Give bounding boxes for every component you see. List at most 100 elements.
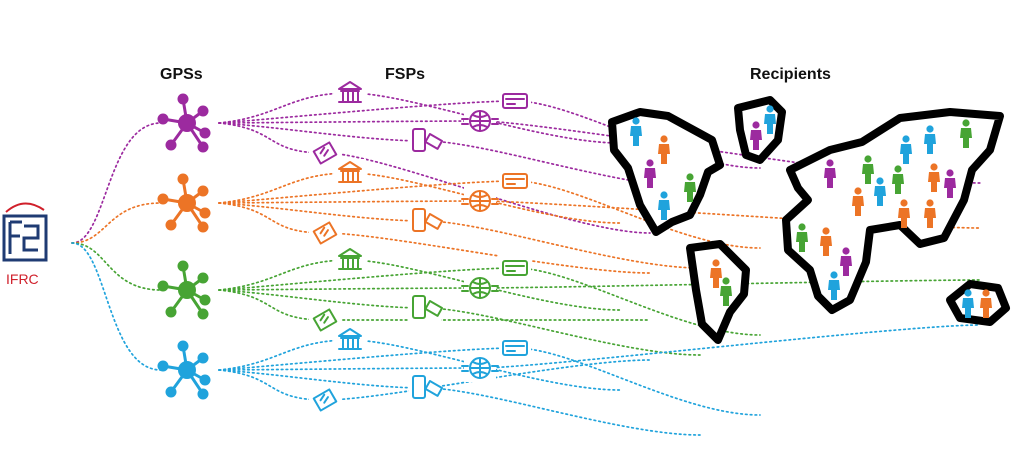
icon-backdrop <box>499 167 531 195</box>
person-head <box>752 121 760 129</box>
payment-card-icon <box>499 87 531 115</box>
person-body <box>684 182 696 202</box>
person-icon <box>852 187 864 216</box>
globe-money-icon <box>461 107 499 135</box>
ifrc-logo: IFRC <box>2 202 48 287</box>
person-body <box>828 280 840 300</box>
hub-center <box>178 114 196 132</box>
person-icon <box>898 199 910 228</box>
person-head <box>962 119 970 127</box>
hub-node <box>177 173 189 185</box>
world-map <box>608 96 1010 344</box>
person-body <box>900 144 912 164</box>
phone-shape <box>412 128 426 152</box>
hub-node <box>199 374 211 386</box>
logo-arc <box>5 202 45 213</box>
card-stripe <box>505 345 525 352</box>
person-icon <box>630 117 642 146</box>
australia-shape <box>946 280 1010 326</box>
person-head <box>854 187 862 195</box>
person-head <box>902 135 910 143</box>
person-icon <box>960 119 972 148</box>
green-flow-line <box>218 279 981 291</box>
person-icon <box>862 155 874 184</box>
voucher-icon <box>309 386 341 414</box>
person-icon <box>750 121 762 150</box>
person-icon <box>840 247 852 276</box>
mobile-money-icon <box>409 374 444 402</box>
hub-center <box>178 281 196 299</box>
logo-to-green-hub-line <box>71 242 162 291</box>
green-flow-line <box>218 289 651 321</box>
card-stripe <box>505 265 525 272</box>
hub-node <box>197 105 209 117</box>
person-body <box>892 174 904 194</box>
person-icon <box>924 199 936 228</box>
person-head <box>946 169 954 177</box>
voucher-shape <box>312 141 338 165</box>
hub-node <box>177 260 189 272</box>
bank-icon <box>334 246 366 274</box>
hub-node <box>199 207 211 219</box>
money-lines <box>461 285 499 292</box>
recipients-header: Recipients <box>750 66 831 83</box>
person-body <box>962 298 974 318</box>
bank-icon <box>334 326 366 354</box>
person-body <box>980 298 992 318</box>
payment-card-icon <box>499 167 531 195</box>
phone-shape <box>412 295 426 319</box>
voucher-shape <box>312 308 338 332</box>
logo-label: IFRC <box>6 271 39 287</box>
person-body <box>824 168 836 188</box>
person-body <box>710 268 722 288</box>
bank-shape <box>338 161 362 183</box>
person-body <box>924 134 936 154</box>
card-stripe <box>505 178 525 185</box>
person-body <box>852 196 864 216</box>
hub-node <box>165 306 177 318</box>
green-hub-icon <box>157 260 211 320</box>
money-lines <box>461 365 499 372</box>
person-body <box>658 144 670 164</box>
person-body <box>874 186 886 206</box>
orange-flow-line <box>218 202 651 274</box>
voucher-lines <box>319 313 329 324</box>
person-head <box>926 199 934 207</box>
person-head <box>712 259 720 267</box>
person-icon <box>764 105 776 134</box>
person-icon <box>928 163 940 192</box>
person-head <box>830 271 838 279</box>
voucher-lines <box>319 146 329 157</box>
globe-lines <box>469 277 491 299</box>
icon-backdrop <box>499 334 531 362</box>
money-lines <box>461 198 499 205</box>
person-head <box>964 289 972 297</box>
phone-shape <box>412 375 426 399</box>
card-shape <box>502 260 528 276</box>
person-body <box>720 286 732 306</box>
blue-flow-line <box>218 359 651 401</box>
orange-hub-icon <box>157 173 211 233</box>
logo-to-blue-hub-line <box>71 242 162 371</box>
person-body <box>644 168 656 188</box>
voucher-icon <box>309 139 341 167</box>
hub-node <box>197 185 209 197</box>
person-head <box>798 223 806 231</box>
person-head <box>982 289 990 297</box>
purple-flow-line <box>218 122 651 234</box>
hub-node <box>177 340 189 352</box>
gps-header: GPSs <box>160 66 203 83</box>
bank-icon <box>334 159 366 187</box>
person-head <box>646 159 654 167</box>
person-head <box>826 159 834 167</box>
hub-node <box>165 386 177 398</box>
person-icon <box>924 125 936 154</box>
blue-flow-line <box>218 369 701 436</box>
mobile-money-icon <box>409 207 444 235</box>
hub-node <box>197 388 209 400</box>
hub-node <box>165 139 177 151</box>
person-body <box>960 128 972 148</box>
hub-node <box>197 272 209 284</box>
hub-node <box>177 93 189 105</box>
